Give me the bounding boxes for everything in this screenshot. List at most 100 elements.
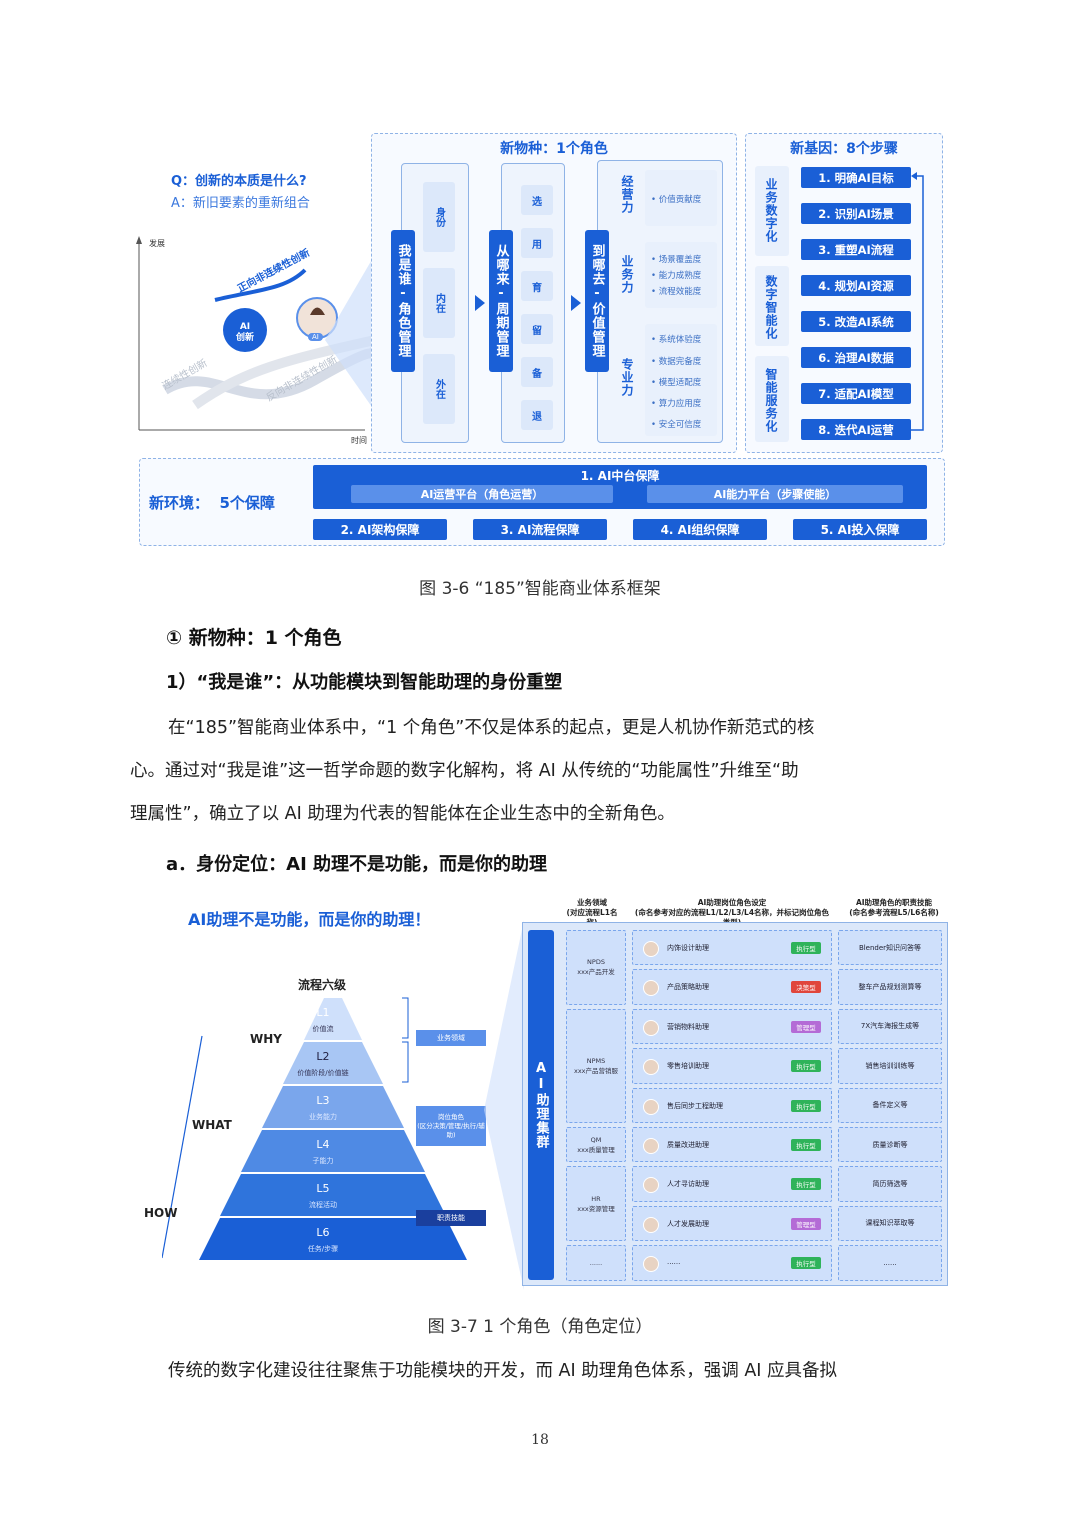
domain-cell: NPDS xxx产品开发 <box>566 930 626 1005</box>
role-name: 人才发展助理 <box>667 1219 709 1228</box>
step-box: 3. 重塑AI流程 <box>801 239 911 260</box>
role-type-tag: 管理型 <box>791 1020 821 1033</box>
bullet: • 模型适配度 <box>651 378 702 388</box>
guarantee-box: 5. AI投入保障 <box>793 519 927 540</box>
question-text: Q：创新的本质是什么? <box>171 174 307 189</box>
what-label: WHAT <box>192 1118 232 1132</box>
role-cell: 营销物料助理 管理型 <box>632 1008 832 1045</box>
guarantee-box: 3. AI流程保障 <box>473 519 607 540</box>
role-name: 售后同步工程助理 <box>667 1101 723 1110</box>
note-box: 岗位角色 (区分决策/管理/执行/辅助) <box>416 1106 486 1146</box>
gene-group-label: 智能服务化 <box>764 368 778 433</box>
note-box: 业务领域 <box>416 1030 486 1046</box>
role-name: 质量改进助理 <box>667 1141 709 1149</box>
level-label: L2 <box>316 1050 330 1063</box>
role-name: 零售培训助理 <box>667 1062 709 1071</box>
level-label: L1 <box>316 1006 330 1019</box>
domain-cell: NPMS xxx产品营销服 <box>566 1008 626 1123</box>
new-gene-title: 新基因：8个步骤 <box>790 141 898 157</box>
guarantee-box: 2. AI架构保障 <box>313 519 447 540</box>
role-cell: 人才发展助理 管理型 <box>632 1205 832 1242</box>
role-name: ...... <box>667 1258 681 1267</box>
avatar <box>643 1019 659 1036</box>
capability-box <box>645 170 717 226</box>
gene-group-label: 业务数字化 <box>764 178 778 243</box>
avatar <box>643 941 659 957</box>
process-pyramid <box>162 997 467 1260</box>
capability-label: 专业力 <box>620 358 634 397</box>
loop-arrow-icon <box>911 172 924 431</box>
arrow-icon <box>571 295 581 311</box>
avatar <box>643 1216 659 1233</box>
environment-title: 新环境： 5个保障 <box>149 494 275 512</box>
role-type-tag: 执行型 <box>791 1139 821 1151</box>
lifecycle-chip: 育 <box>521 271 553 301</box>
who-bar: 我是谁-角色管理 <box>391 230 415 372</box>
level-sub: 流程活动 <box>309 1201 337 1209</box>
role-cell: 售后同步工程助理 执行型 <box>632 1087 832 1123</box>
capability-label: 经营力 <box>620 175 634 214</box>
ai-badge: AI <box>308 333 323 341</box>
bullet: • 数据完备度 <box>651 357 702 367</box>
capability-box <box>645 324 717 436</box>
paragraph-line: 传统的数字化建设往往聚焦于功能模块的开发，而 AI 助理角色体系，强调 AI 应… <box>168 1361 838 1381</box>
axis-y-label: 发展 <box>149 239 165 248</box>
why-label: WHY <box>250 1032 282 1046</box>
cone-connector <box>484 920 524 1290</box>
figure-caption: 图 3-7 1 个角色（角色定位） <box>427 1317 653 1337</box>
domain-cell: ...... <box>566 1245 626 1281</box>
domain-cell: HR xxx资源管理 <box>566 1166 626 1242</box>
subsection-heading: a．身份定位：AI 助理不是功能，而是你的助理 <box>166 854 548 875</box>
role-type-tag: 决策型 <box>791 981 821 994</box>
paragraph-line: 心。通过对“我是谁”这一哲学命题的数字化解构，将 AI 从传统的“功能属性”升维… <box>130 761 799 781</box>
skill-cell: 整车产品规划测算等 <box>838 969 942 1005</box>
ai-innovation-label: AI 创新 <box>235 322 254 343</box>
skill-cell: ...... <box>838 1245 942 1281</box>
avatar <box>643 1256 659 1273</box>
skill-cell: 7X汽车海报生成等 <box>838 1008 942 1045</box>
avatar <box>643 1177 659 1194</box>
level-label: L4 <box>316 1138 330 1151</box>
lifecycle-chip: 备 <box>521 357 553 387</box>
lifecycle-chip: 选 <box>521 185 553 215</box>
level-label: L3 <box>316 1094 330 1107</box>
ops-platform: AI运营平台（角色运营） <box>351 485 613 503</box>
role-type-tag: 执行型 <box>791 1099 821 1112</box>
bullet: • 系统体验度 <box>651 335 702 345</box>
role-type-tag: 管理型 <box>791 1217 821 1230</box>
identity-chip: 身份 <box>423 182 455 252</box>
lifecycle-chip: 退 <box>521 400 553 430</box>
capability-box <box>645 242 717 308</box>
gene-group-box <box>755 166 789 256</box>
avatar <box>643 980 659 997</box>
role-type-tag: 执行型 <box>791 942 821 954</box>
role-name: 产品策略助理 <box>667 983 709 992</box>
step-box: 4. 规划AI资源 <box>801 275 911 296</box>
outer-chip: 外在 <box>423 354 455 424</box>
level-sub: 价值阶段/价值链 <box>297 1069 349 1077</box>
page-number: 18 <box>531 1432 549 1448</box>
step-box: 6. 治理AI数据 <box>801 347 911 368</box>
role-cell: ......执行型 <box>632 1245 832 1281</box>
slogan: AI助理不是功能，而是你的助理！ <box>188 910 431 929</box>
from-bar: 从哪来-周期管理 <box>489 230 513 372</box>
level-sub: 任务/步骤 <box>307 1245 339 1253</box>
capability-label: 业务力 <box>620 255 634 294</box>
role-type-tag: 执行型 <box>791 1178 821 1191</box>
role-name: 营销物料助理 <box>667 1022 709 1031</box>
bullet: • 流程效能度 <box>651 287 702 297</box>
step-box: 7. 适配AI模型 <box>801 383 911 404</box>
new-species-title: 新物种：1个角色 <box>500 141 608 157</box>
note-box: 职责技能 <box>416 1210 486 1226</box>
level-sub: 业务能力 <box>309 1113 337 1121</box>
paragraph: 传统的数字化建设往往聚焦于功能模块的开发，而 AI 助理角色体系，强调 AI 应… <box>130 1350 952 1393</box>
gene-group-box <box>755 266 789 346</box>
cluster-bar: AI助理集群 <box>528 930 554 1280</box>
role-type-tag: 执行型 <box>791 1060 821 1073</box>
role-cell: 质量改进助理 执行型 <box>632 1127 832 1163</box>
role-name: 内饰设计助理 <box>667 944 709 952</box>
step-box: 2. 识别AI场景 <box>801 203 911 224</box>
role-name: 人才寻访助理 <box>667 1180 709 1189</box>
column-header: AI助理角色的职责技能 (命名参考流程L5/L6名称) <box>849 898 939 917</box>
role-cell: 内饰设计助理 执行型 <box>632 930 832 966</box>
